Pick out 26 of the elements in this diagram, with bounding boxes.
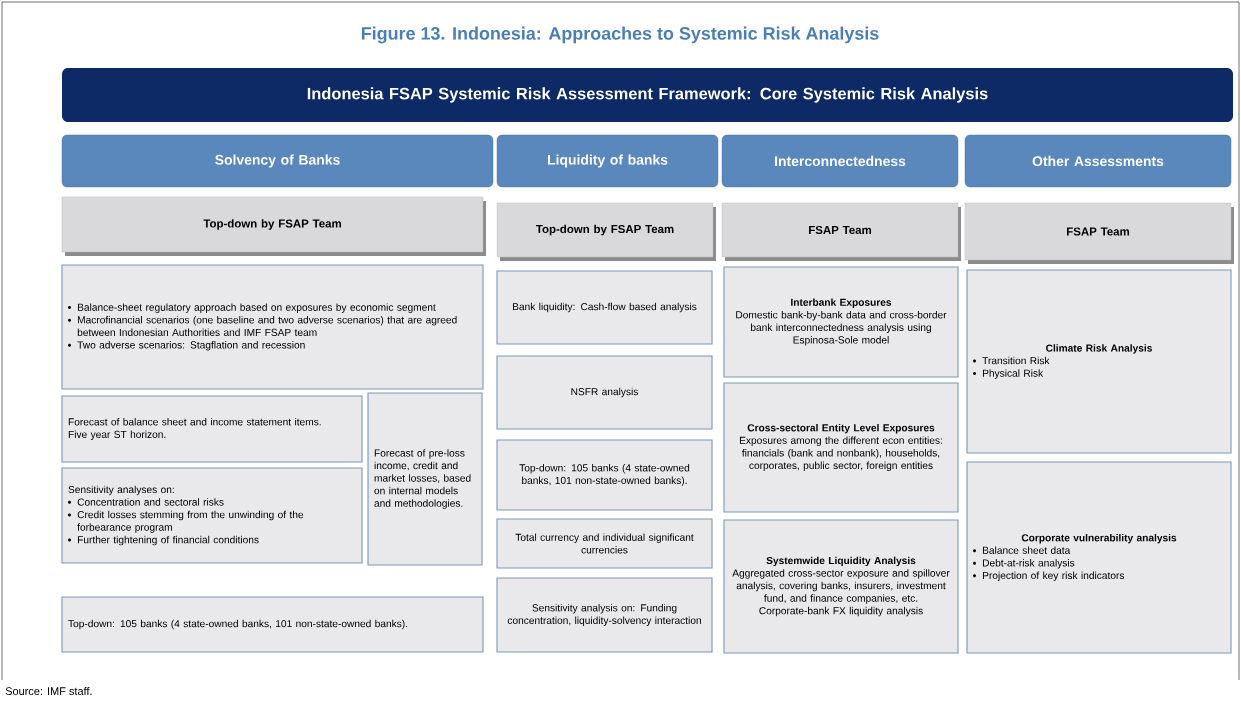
text-box: Cross-sectoral Entity Level Exposures Exposures among the different econ entities: financials (bank and nonbank), households, corporates, public sector, foreign entities bbox=[723, 382, 959, 513]
figure-title: Figure 13. Indonesia: Approaches to Systemic Risk Analysis bbox=[361, 26, 879, 44]
text-box: Balance-sheet regulatory approach based on exposures by economic segment Macrofinancial scenarios (one baseline and two adverse scenarios) that are agreed between Indonesian Authorities and IMF FSAP team Two adverse scenarios: Stagflation and recession bbox=[61, 264, 484, 390]
text-box: Forecast of balance sheet and income statement items. Five year ST horizon. bbox=[61, 395, 363, 463]
source-note: Source: IMF staff. bbox=[5, 687, 92, 695]
column-header: Liquidity of banks bbox=[496, 134, 719, 188]
team-header: Top-down by FSAP Team bbox=[61, 196, 486, 256]
text-box: Corporate vulnerability analysis Balance sheet data Debt-at-risk analysis Projection of key risk indicators bbox=[966, 461, 1232, 654]
text-box: Top-down: 105 banks (4 state-owned banks, 101 non-state-owned banks). bbox=[496, 439, 713, 511]
text-box: Total currency and individual significant currencies bbox=[496, 518, 713, 569]
column-header: Interconnectedness bbox=[721, 134, 959, 188]
team-header: Top-down by FSAP Team bbox=[496, 202, 716, 261]
text-box: Sensitivity analysis on: Funding concentration, liquidity-solvency interaction bbox=[496, 577, 713, 653]
text-box: Bank liquidity: Cash-flow based analysis bbox=[496, 270, 713, 345]
team-header: FSAP Team bbox=[721, 202, 961, 261]
text-box: Forecast of pre-loss income, credit and market losses, based on internal models and methodologies. bbox=[367, 392, 483, 566]
title-banner: Indonesia FSAP Systemic Risk Assessment Framework: Core Systemic Risk Analysis bbox=[62, 68, 1233, 122]
text-box: Interbank Exposures Domestic bank-by-bank data and cross-border bank interconnectedness analysis using Espinosa-Sole model bbox=[723, 266, 959, 378]
text-box: Top-down: 105 banks (4 state-owned banks, 101 non-state-owned banks). bbox=[61, 596, 484, 653]
text-box: Climate Risk Analysis Transition Risk Physical Risk bbox=[966, 269, 1232, 454]
text-box: NSFR analysis bbox=[496, 355, 713, 430]
team-header: FSAP Team bbox=[964, 202, 1234, 264]
column-header: Solvency of Banks bbox=[61, 134, 494, 188]
column-header: Other Assessments bbox=[964, 134, 1232, 188]
text-box: Systemwide Liquidity Analysis Aggregated cross-sector exposure and spillover analysis, covering banks, insurers, investment fund, and finance companies, etc. Corporate-bank FX liquidity analysis bbox=[723, 519, 959, 654]
text-box: Sensitivity analyses on: Concentration and sectoral risks Credit losses stemming from the unwinding of the forbearance program Further tightening of financial conditions bbox=[61, 467, 363, 564]
